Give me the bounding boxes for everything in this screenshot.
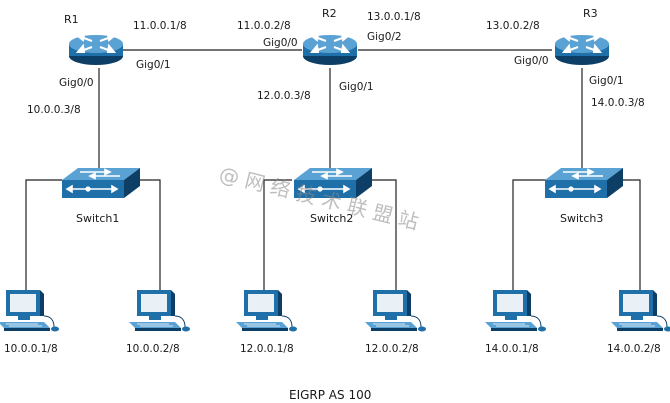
router-r3-icon[interactable] <box>554 33 610 66</box>
pc3-icon[interactable] <box>235 289 298 332</box>
link-switch2-pc3 <box>263 179 292 298</box>
switch3-label: Switch3 <box>560 212 603 225</box>
r1-gig01-address: 11.0.0.1/8 <box>133 20 187 32</box>
router-r2-icon[interactable] <box>302 33 358 66</box>
r2-gig02-label: Gig0/2 <box>367 31 402 43</box>
pc6-address: 14.0.0.2/8 <box>607 343 661 355</box>
pc2-icon[interactable] <box>128 289 191 332</box>
pc5-icon[interactable] <box>484 289 547 332</box>
router-r2-label: R2 <box>322 7 337 20</box>
pc3-address: 12.0.0.1/8 <box>240 343 294 355</box>
r2-gig01-address: 12.0.0.3/8 <box>257 90 311 102</box>
link-switch1-pc1 <box>25 179 62 298</box>
r1-gig01-label: Gig0/1 <box>136 59 171 71</box>
router-r1-label: R1 <box>64 13 79 26</box>
link-switch1-pc2 <box>130 179 161 298</box>
r2-gig00-label: Gig0/0 <box>263 37 298 49</box>
pc1-address: 10.0.0.1/8 <box>4 343 58 355</box>
link-switch3-pc6 <box>613 179 641 298</box>
router-r3-label: R3 <box>583 7 598 20</box>
switch3-icon[interactable] <box>544 167 624 199</box>
r3-gig01-address: 14.0.0.3/8 <box>591 97 645 109</box>
r1-gig00-address: 10.0.0.3/8 <box>27 104 81 116</box>
r3-gig00-label: Gig0/0 <box>514 55 549 67</box>
switch1-icon[interactable] <box>61 167 141 199</box>
link-switch3-pc5 <box>512 179 546 298</box>
r1-gig00-label: Gig0/0 <box>59 77 94 89</box>
pc4-icon[interactable] <box>364 289 427 332</box>
switch2-label: Switch2 <box>310 212 353 225</box>
r3-gig01-label: Gig0/1 <box>589 75 624 87</box>
pc2-address: 10.0.0.2/8 <box>126 343 180 355</box>
router-r1-icon[interactable] <box>68 33 124 66</box>
r3-gig00-address: 13.0.0.2/8 <box>486 20 540 32</box>
switch1-label: Switch1 <box>76 212 119 225</box>
pc6-icon[interactable] <box>610 289 670 332</box>
r2-gig00-address: 11.0.0.2/8 <box>237 20 291 32</box>
r2-gig02-address: 13.0.0.1/8 <box>367 11 421 23</box>
pc1-icon[interactable] <box>0 289 60 332</box>
pc4-address: 12.0.0.2/8 <box>365 343 419 355</box>
pc5-address: 14.0.0.1/8 <box>485 343 539 355</box>
r2-gig01-label: Gig0/1 <box>339 81 374 93</box>
diagram-caption: EIGRP AS 100 <box>289 388 371 402</box>
